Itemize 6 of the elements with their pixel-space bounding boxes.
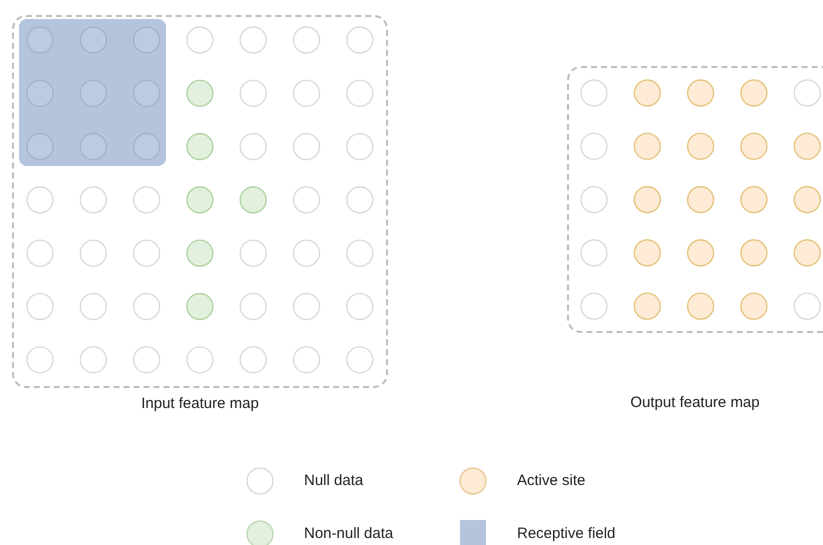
legend-label: Active site <box>517 472 586 489</box>
legend-label: Receptive field <box>517 525 616 542</box>
legend-label: Null data <box>304 472 364 489</box>
legend-label: Non-null data <box>304 525 394 542</box>
map-title: Output feature map <box>630 394 760 411</box>
map-title: Input feature map <box>141 395 259 412</box>
